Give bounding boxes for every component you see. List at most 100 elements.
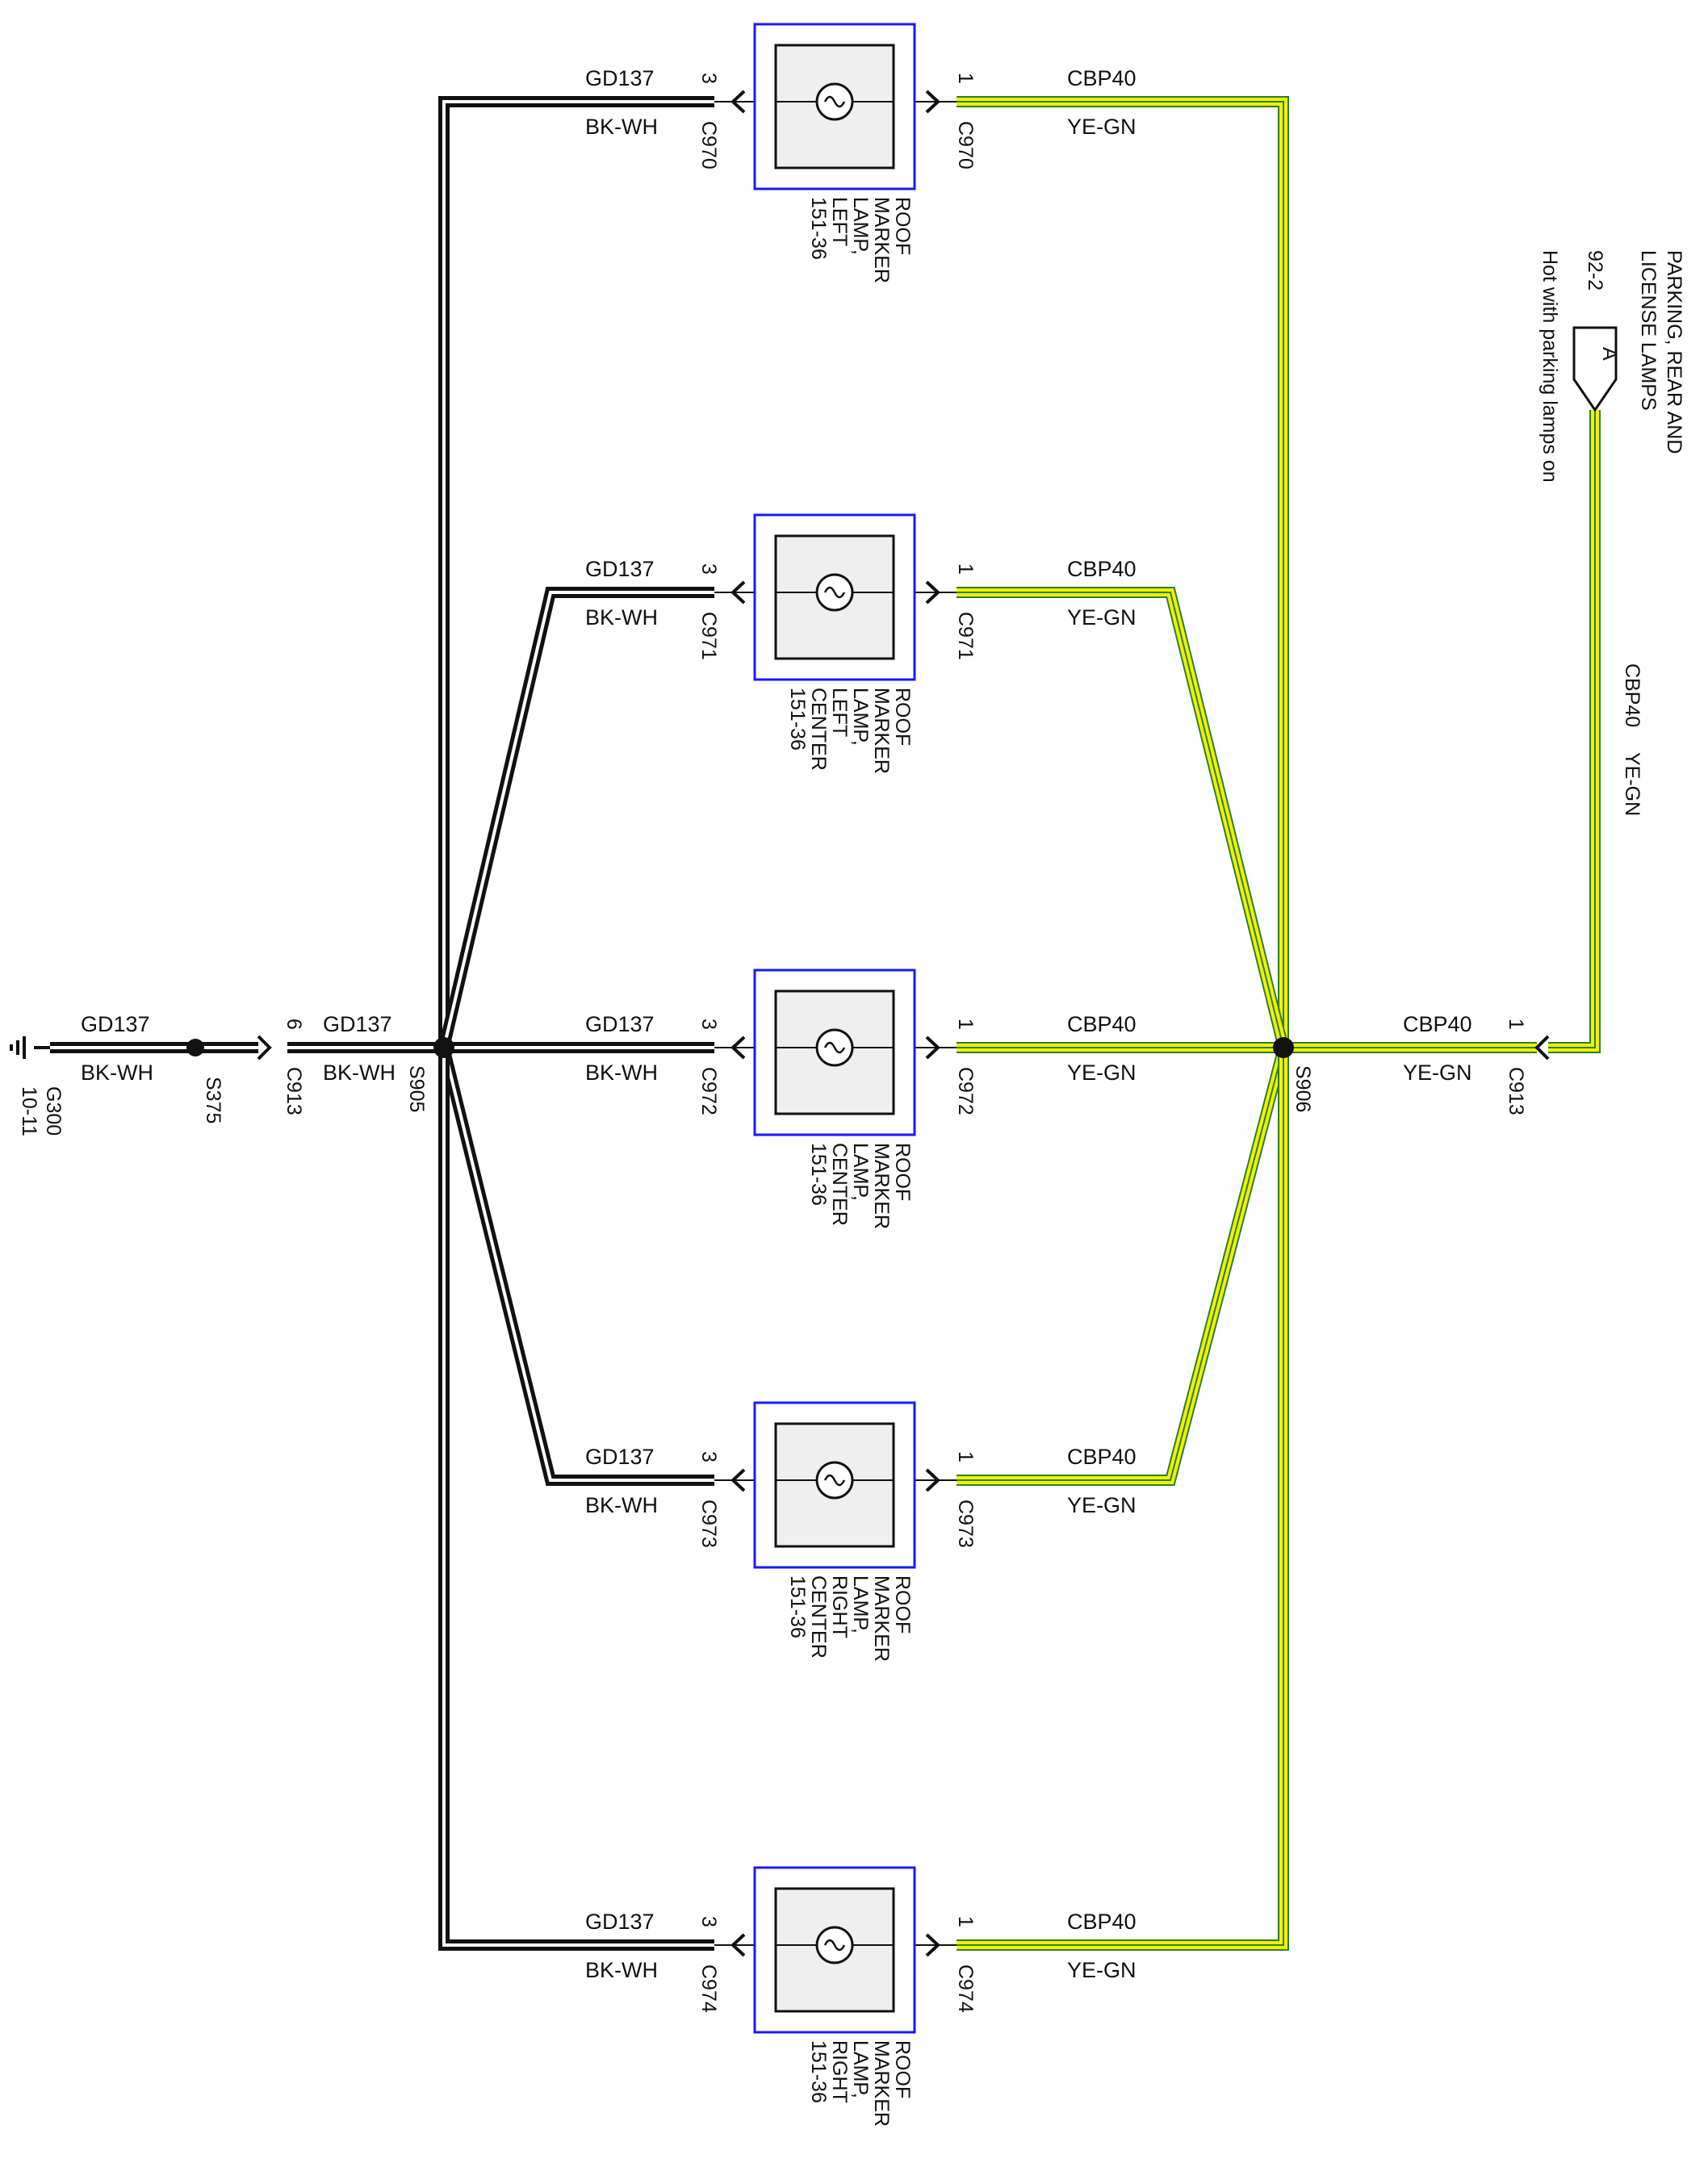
wire-layer: [50, 96, 1601, 1951]
ground-branch-c971-core: [442, 591, 714, 1048]
splice-s375-label: S375: [202, 1077, 224, 1123]
power-branch-c974-stripe: [957, 1048, 1284, 1946]
ground-id: G300: [42, 1086, 65, 1136]
lamp-c970-ground-connector: C970: [697, 121, 720, 169]
lamp-c971-filament-icon: [823, 586, 846, 599]
lamp-c970-power-color-label: YE-GN: [1067, 115, 1137, 139]
lamp-c971-name-line-5: CENTER: [807, 688, 830, 771]
lamp-c970-name-line-1: ROOF: [891, 197, 914, 255]
splice-s905-label: S905: [405, 1065, 428, 1112]
lamp-c974-filament-icon: [823, 1939, 846, 1952]
lamp-c972-power-chevron-icon: [925, 1035, 940, 1060]
lamp-c974-name-line-1: ROOF: [891, 2040, 914, 2098]
power-branch-c973-stripe: [957, 1047, 1284, 1481]
ground-branch-c974-core: [442, 1048, 714, 1947]
lamp-c973-ground-pin: 3: [697, 1451, 720, 1462]
lamp-c973-name-line-6: 151-36: [786, 1575, 809, 1638]
lamp-c972-name-line-5: 151-36: [807, 1143, 830, 1206]
gnd-mid-color-label: BK-WH: [323, 1061, 396, 1085]
lamp-c973-power-chevron-icon: [925, 1468, 940, 1492]
pwr-feed-circuit-label: CBP40: [1403, 1012, 1472, 1036]
lamp-c972-power-connector: C972: [954, 1067, 977, 1115]
lamp-c973-power-pin: 1: [954, 1451, 977, 1462]
lamp-c974-name-line-4: RIGHT: [828, 2040, 851, 2103]
splice-s906-label: S906: [1291, 1065, 1314, 1112]
lamp-c972-name-line-2: MARKER: [870, 1143, 893, 1229]
power-wire-c913-source: [1548, 410, 1601, 1053]
pwr-vertical-color-label: YE-GN: [1621, 752, 1643, 816]
lamp-c973-name-line-3: LAMP,: [849, 1575, 872, 1634]
ground-branch-c971: [438, 587, 714, 1049]
lamp-c970-ground-circuit-label: GD137: [585, 66, 655, 90]
lamp-c972-power-color-label: YE-GN: [1067, 1061, 1137, 1085]
gnd-mid-circuit-label: GD137: [323, 1012, 392, 1036]
lamp-c970-name-line-5: 151-36: [807, 197, 830, 260]
lamp-c970-ground-pin: 3: [697, 73, 720, 84]
lamp-c973-power-connector: C973: [954, 1500, 977, 1548]
lamp-c971-power-connector: C971: [954, 612, 977, 660]
power-branch-c971: [957, 587, 1289, 1049]
lamp-c973: 3C9731C973GD137BK-WHCBP40YE-GNROOFMARKER…: [585, 1401, 1137, 1662]
c913-ground-chevron-icon: [257, 1035, 272, 1061]
lamp-c972-power-circuit-label: CBP40: [1067, 1012, 1137, 1036]
c913-power-chevron-icon: [1534, 1035, 1550, 1061]
lamp-c971-ground-connector: C971: [697, 612, 720, 660]
lamp-c971-name-line-3: LAMP,: [849, 688, 872, 746]
lamp-c970-power-connector: C970: [954, 121, 977, 169]
lamp-c971-name-line-2: MARKER: [870, 688, 893, 774]
ground-branch-c973-core: [442, 1047, 714, 1482]
lamp-c973-ground-chevron-icon: [731, 1468, 746, 1492]
ground-page-ref: 10-11: [18, 1086, 40, 1136]
lamp-c970-name-line-2: MARKER: [870, 197, 893, 283]
lamp-c974-ground-chevron-icon: [731, 1933, 746, 1957]
lamp-c970-name-line-3: LAMP,: [849, 197, 872, 255]
lamp-c971-name-line-1: ROOF: [891, 688, 914, 746]
lamp-c974-power-pin: 1: [954, 1916, 977, 1927]
lamp-c972-name-line-4: CENTER: [828, 1143, 851, 1226]
lamp-c974-name-line-2: MARKER: [870, 2040, 893, 2127]
splice-s906: [1273, 1037, 1294, 1058]
lamp-c970-power-pin: 1: [954, 73, 977, 84]
lamp-c971-power-color-label: YE-GN: [1067, 605, 1137, 630]
lamp-c971-ground-color-label: BK-WH: [585, 605, 658, 630]
source-title-line1: PARKING, REAR AND: [1663, 250, 1685, 454]
lamp-c970-ground-color-label: BK-WH: [585, 115, 658, 139]
lamp-c972-ground-color-label: BK-WH: [585, 1061, 658, 1085]
lamp-c974-ground-pin: 3: [697, 1916, 720, 1927]
lamp-c972: 3C9721C972GD137BK-WHCBP40YE-GNROOFMARKER…: [585, 969, 1137, 1229]
lamp-c972-name-line-1: ROOF: [891, 1143, 914, 1201]
c913-left-pin: 6: [283, 1019, 305, 1030]
lamp-c974-ground-connector: C974: [697, 1964, 720, 2013]
lamp-c974-power-circuit-label: CBP40: [1067, 1910, 1137, 1934]
lamp-c972-ground-connector: C972: [697, 1067, 720, 1115]
lamp-c971-ground-chevron-icon: [731, 580, 746, 605]
lamp-c972-filament-icon: [823, 1041, 846, 1054]
lamp-c974-name-line-5: 151-36: [807, 2040, 830, 2103]
lamp-c972-ground-pin: 3: [697, 1019, 720, 1030]
lamp-c970-power-circuit-label: CBP40: [1067, 66, 1137, 90]
ground-branch-c970: [438, 96, 714, 1048]
lamp-c974-power-connector: C974: [954, 1964, 977, 2013]
lamp-c972-ground-chevron-icon: [731, 1035, 746, 1060]
lamp-c973-name-line-4: RIGHT: [828, 1575, 851, 1638]
c913-right-label: C913: [1505, 1067, 1527, 1115]
lamp-c973-ground-circuit-label: GD137: [585, 1445, 655, 1469]
lamp-c973-name-line-5: CENTER: [807, 1575, 830, 1659]
lamp-c971-name-line-6: 151-36: [786, 688, 809, 751]
ground-branch-c970-core: [442, 100, 714, 1048]
power-branch-c971-stripe: [957, 592, 1284, 1048]
lamp-c973-name-line-1: ROOF: [891, 1575, 914, 1634]
pwr-vertical-circuit-label: CBP40: [1621, 663, 1643, 727]
splice-s905: [433, 1037, 454, 1058]
power-branch-c970-stripe: [957, 101, 1284, 1048]
lamp-c973-name-line-2: MARKER: [870, 1575, 893, 1662]
lamp-c971-ground-pin: 3: [697, 563, 720, 575]
lamp-c974-power-color-label: YE-GN: [1067, 1958, 1137, 1982]
lamp-c972-ground-circuit-label: GD137: [585, 1012, 655, 1036]
lamp-c974-name-line-3: LAMP,: [849, 2040, 872, 2098]
ground-branch-c973: [438, 1046, 714, 1486]
lamp-c974-ground-color-label: BK-WH: [585, 1958, 658, 1982]
c913-left-label: C913: [283, 1067, 305, 1115]
ground-trunk-color-label: BK-WH: [81, 1061, 153, 1085]
